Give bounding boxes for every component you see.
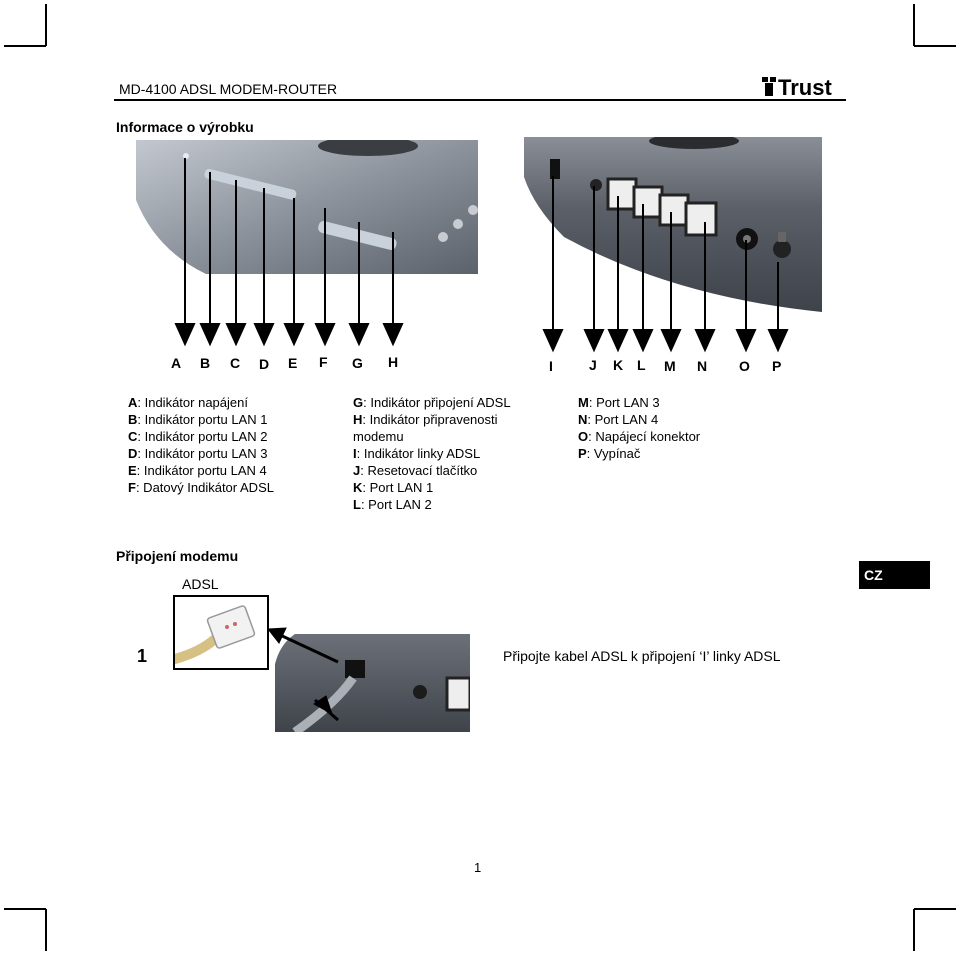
crop-mark-bottom-right [912,907,960,955]
label-letter-d: D [259,356,270,372]
label-letter-c: C [230,355,241,371]
adsl-label: ADSL [182,576,219,592]
crop-mark-top-right [912,0,960,48]
step-number: 1 [137,646,148,666]
label-letter-g: G [352,355,363,371]
label-letter-o: O [739,358,750,374]
page-number: 1 [474,860,482,875]
adsl-port-closeup-photo [275,634,472,736]
legend-item: J: Resetovací tlačítko [353,463,478,478]
legend-item: B: Indikátor portu LAN 1 [128,412,268,427]
trust-logo: Trust [762,74,844,100]
legend-column-1: A: Indikátor napájení B: Indikátor portu… [128,394,274,496]
label-letter-f: F [319,354,328,370]
crop-mark-top-left [0,0,48,48]
legend-item: D: Indikátor portu LAN 3 [128,446,268,461]
header-rule [114,99,846,101]
document-title: MD-4100 ADSL MODEM-ROUTER [119,81,338,97]
rj11-connector-photo [170,595,269,670]
label-letter-l: L [637,357,646,373]
svg-text:Trust: Trust [778,75,832,98]
back-panel-photo [524,133,822,312]
label-letter-a: A [171,355,182,371]
legend-item: M: Port LAN 3 [578,395,660,410]
label-letter-n: N [697,358,708,374]
product-info-heading: Informace o výrobku [116,119,254,135]
legend-column-2: G: Indikátor připojení ADSL H: Indikátor… [353,394,511,513]
legend-item: modemu [353,429,404,444]
language-badge: CZ [859,561,930,589]
crop-mark-bottom-left [0,907,48,955]
legend-item: G: Indikátor připojení ADSL [353,395,511,410]
label-letter-j: J [589,357,597,373]
label-letter-i: I [549,358,553,374]
label-letter-b: B [200,355,211,371]
legend-item: P: Vypínač [578,446,641,461]
legend-item: H: Indikátor připravenosti [353,412,498,427]
legend-item: C: Indikátor portu LAN 2 [128,429,268,444]
legend-item: E: Indikátor portu LAN 4 [128,463,267,478]
connection-arrows [267,627,339,722]
legend-item: I: Indikátor linky ADSL [353,446,481,461]
callout-arrows [174,158,789,353]
label-letter-m: M [664,358,676,374]
label-letter-k: K [613,357,624,373]
label-letter-p: P [772,358,782,374]
label-letter-h: H [388,354,399,370]
label-letter-e: E [288,355,298,371]
legend-item: N: Port LAN 4 [578,412,659,427]
connection-heading: Připojení modemu [116,548,239,564]
legend-item: O: Napájecí konektor [578,429,701,444]
legend-column-3: M: Port LAN 3 N: Port LAN 4 O: Napájecí … [578,394,700,462]
step-instruction: Připojte kabel ADSL k připojení ‘I’ link… [503,648,781,664]
legend-item: L: Port LAN 2 [353,497,432,512]
legend-item: A: Indikátor napájení [128,395,248,410]
legend-item: F: Datový Indikátor ADSL [128,480,274,495]
legend-item: K: Port LAN 1 [353,480,434,495]
